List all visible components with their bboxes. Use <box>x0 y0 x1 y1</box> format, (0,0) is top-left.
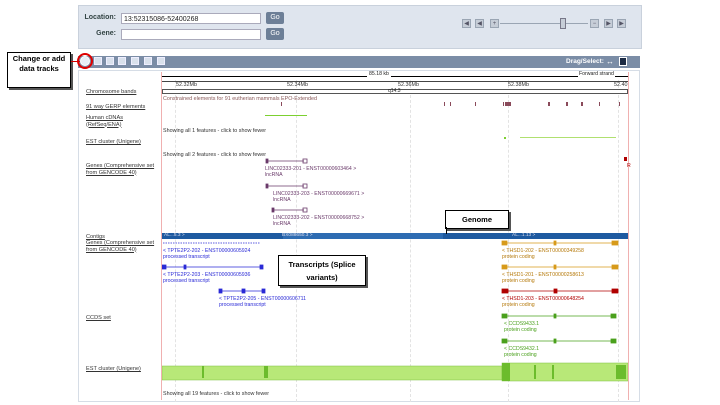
export-icon[interactable] <box>106 57 114 65</box>
transcript-name[interactable]: < TPTE2P2-202 - ENST00000605924 <box>163 248 251 254</box>
track-label-contigs[interactable]: Contigs <box>86 234 105 240</box>
callout-genome: Genome <box>445 210 509 229</box>
length-ruler <box>162 76 628 77</box>
track-label-genes-bottom[interactable]: Genes (Comprehensive set from GENCODE 40… <box>86 240 155 253</box>
gerp-elements[interactable] <box>162 100 628 110</box>
image-icon[interactable] <box>131 57 139 65</box>
transcript-glyphs[interactable] <box>162 240 628 300</box>
location-input[interactable]: 13:52315086-52400268 <box>121 13 261 24</box>
ccds-type: protein coding <box>504 327 537 333</box>
track-label-chromosome-bands[interactable]: Chromosome bands <box>86 89 137 95</box>
step-right-icon[interactable]: ▶ <box>604 19 613 28</box>
location-panel <box>78 5 642 49</box>
position-ruler <box>162 81 628 82</box>
callout-pointer <box>71 61 80 62</box>
callout-highlight-circle <box>77 53 93 69</box>
data-area-left-border <box>161 72 162 400</box>
genes-count-note[interactable]: Showing all 2 features - click to show f… <box>163 152 267 158</box>
tick-label: 52.34Mb <box>287 82 308 88</box>
transcript-type: processed transcript <box>163 278 210 284</box>
contig-label: BX088650.3 > <box>282 233 313 238</box>
transcript-name[interactable]: < THSD1-203 - ENST00000648254 <box>502 296 584 302</box>
transcript-type: protein coding <box>502 254 535 260</box>
ccds-name[interactable]: < CCDS9432.1 <box>504 346 540 352</box>
transcript-type: protein coding <box>502 278 535 284</box>
est-feature[interactable] <box>504 137 506 139</box>
transcript-type: protein coding <box>502 302 535 308</box>
chromosome-band-bar[interactable] <box>162 89 628 94</box>
tracks-icon[interactable] <box>157 57 165 65</box>
transcript-name[interactable]: < THSD1-201 - ENST00000258613 <box>502 272 584 278</box>
callout-transcripts: Transcripts (Splice variants) <box>278 255 366 286</box>
cdna-count-note[interactable]: Showing all 1 features - click to show f… <box>163 128 267 134</box>
tick-label: 52.40 <box>614 82 628 88</box>
length-label: 85.18 kb <box>367 71 391 77</box>
lnc-transcript-type: lncRNA <box>273 197 291 203</box>
grid-line <box>175 80 176 402</box>
location-go-button[interactable]: Go <box>266 12 284 24</box>
callout-change-tracks: Change or add data tracks <box>7 52 71 88</box>
resize-icon[interactable] <box>118 57 126 65</box>
track-label-human-cdnas[interactable]: Human cDNAs (RefSeq/ENA) <box>86 115 123 128</box>
track-label-genes-top[interactable]: Genes (Comprehensive set from GENCODE 40… <box>86 163 155 176</box>
grid-line <box>410 80 411 402</box>
zoom-slider-handle[interactable] <box>560 18 566 29</box>
est-count-note[interactable]: Showing all 19 features - click to show … <box>163 391 270 397</box>
grid-line <box>618 80 619 402</box>
lnc-transcript-type: lncRNA <box>273 221 291 227</box>
ccds-name[interactable]: < CCDS9433.1 <box>504 321 540 327</box>
gene-label: Gene: <box>96 30 116 37</box>
contig-label: AL...1.13 > <box>512 233 536 238</box>
ccds-type: protein coding <box>504 352 537 358</box>
callout-pointer <box>446 227 447 234</box>
transcript-name[interactable]: < THSD1-202 - ENST00000349258 <box>502 248 584 254</box>
est-cluster-glyphs[interactable] <box>162 362 628 384</box>
tick-label: 52.32Mb <box>176 82 197 88</box>
data-area-right-border <box>628 72 629 400</box>
transcript-type: processed transcript <box>163 254 210 260</box>
gene-go-button[interactable]: Go <box>266 28 284 40</box>
grid-line <box>296 80 297 402</box>
step-left-icon[interactable]: ◀ <box>475 19 484 28</box>
jump-left-icon[interactable]: ◀ <box>462 19 471 28</box>
drag-mode-icon[interactable]: ↔ <box>606 57 614 66</box>
select-mode-icon[interactable] <box>619 57 627 66</box>
track-label-ccds[interactable]: CCDS set <box>86 315 111 321</box>
zoom-slider-track[interactable] <box>500 23 588 24</box>
transcript-name[interactable]: < TPTE2P2-205 - ENST00000606711 <box>219 296 307 302</box>
zoom-out-icon[interactable]: − <box>590 19 599 28</box>
contig-label: AL...5.3 > <box>164 233 185 238</box>
track-label-est-unigene[interactable]: EST cluster (Unigene) <box>86 139 141 145</box>
gene-input[interactable] <box>121 29 261 40</box>
cdna-feature[interactable] <box>265 115 307 116</box>
contig-segment[interactable] <box>283 233 443 239</box>
tick-label: 52.38Mb <box>508 82 529 88</box>
strand-label: Forward strand <box>578 71 615 77</box>
lnc-transcript-name[interactable]: LINC02333-203 - ENST00000669671 > <box>273 191 365 197</box>
share-icon[interactable] <box>94 57 102 65</box>
ccds-glyphs[interactable] <box>162 313 628 348</box>
lnc-transcript-glyphs[interactable] <box>162 157 628 227</box>
reset-icon[interactable] <box>144 57 152 65</box>
tick-label: 52.36Mb <box>398 82 419 88</box>
zoom-in-icon[interactable]: + <box>490 19 499 28</box>
band-label: q14.3 <box>388 88 401 94</box>
lnc-transcript-name[interactable]: LINC02333-202 - ENST00000668752 > <box>273 215 365 221</box>
gerp-description: Constrained elements for 91 eutherian ma… <box>163 96 318 102</box>
offscreen-gene-marker: R <box>627 163 631 169</box>
location-label: Location: <box>84 14 117 21</box>
lnc-transcript-type: lncRNA <box>265 172 283 178</box>
track-label-est-bottom[interactable]: EST cluster (Unigene) <box>86 366 141 372</box>
est-feature[interactable] <box>520 137 616 138</box>
grid-line <box>508 80 509 402</box>
transcript-type: processed transcript <box>219 302 266 308</box>
transcript-name[interactable]: < TPTE2P2-203 - ENST00000605936 <box>163 272 251 278</box>
jump-right-icon[interactable]: ▶ <box>617 19 626 28</box>
lnc-transcript-name[interactable]: LINC02333-201 - ENST00000603464 > <box>265 166 357 172</box>
drag-select-label: Drag/Select: <box>566 58 604 65</box>
track-label-gerp[interactable]: 91 way GERP elements <box>86 104 146 110</box>
image-toolbar <box>78 56 640 68</box>
